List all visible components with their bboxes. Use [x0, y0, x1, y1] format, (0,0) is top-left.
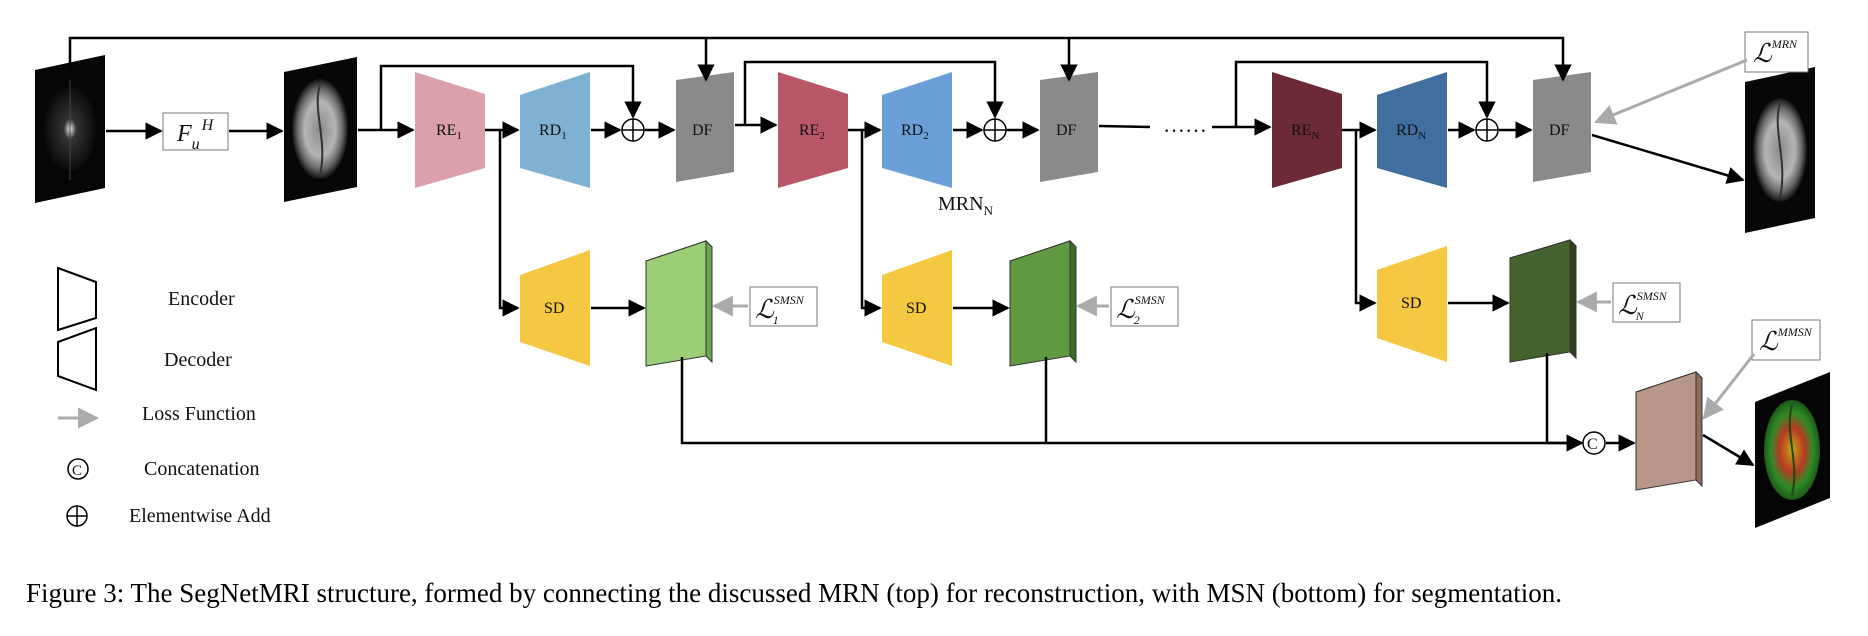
svg-text:RD1: RD1	[539, 122, 567, 142]
legend-concat: C Concatenation	[67, 458, 260, 480]
mrn-n-label: MRNN	[938, 193, 994, 218]
svg-text:DF: DF	[692, 122, 713, 139]
transform-main: F	[176, 121, 192, 147]
decoder-rdn: RDN	[1377, 72, 1447, 188]
svg-text:RE1: RE1	[436, 122, 462, 142]
segmentation-map-n	[1509, 238, 1577, 363]
svg-text:ℒMRN: ℒMRN	[1753, 37, 1798, 68]
segmentation-decoder-sd2: SD	[882, 250, 952, 366]
transform-sup: H	[201, 117, 215, 134]
svg-text:SD: SD	[544, 300, 564, 317]
legend-decoder-shape	[57, 326, 97, 392]
inverse-fourier-transform-box: FuH	[162, 112, 229, 153]
legend: Encoder Decoder Loss Function C Concaten…	[57, 266, 271, 527]
bottom-connections	[498, 130, 1755, 467]
legend-encoder-shape	[57, 266, 97, 332]
svg-text:REN: REN	[1291, 122, 1319, 142]
concatenation-symbol: C	[1582, 431, 1606, 455]
legend-decoder-label: Decoder	[164, 349, 232, 371]
legend-loss-label: Loss Function	[142, 403, 256, 425]
segmentation-map-1	[645, 239, 713, 367]
svg-text:C: C	[72, 463, 82, 479]
legend-concat-symbol	[67, 458, 89, 480]
encoder-re2: RE2	[778, 72, 848, 188]
svg-text:FuH: FuH	[176, 117, 215, 153]
svg-text:C: C	[1587, 436, 1598, 453]
svg-text:SD: SD	[906, 300, 926, 317]
svg-text:DF: DF	[1549, 122, 1570, 139]
loss-mrn-box: ℒMRN	[1744, 31, 1809, 73]
svg-text:RE2: RE2	[799, 122, 825, 142]
segnetmri-diagram: FuH RE1 RD1 DF RE2 RD2 DF REN RDN DF	[35, 31, 1830, 528]
elementwise-add-n	[1475, 118, 1499, 142]
encoder-re1: RE1	[415, 72, 485, 188]
figure-caption: Figure 3: The SegNetMRI structure, forme…	[26, 578, 1562, 608]
legend-concat-label: Concatenation	[144, 458, 260, 480]
zero-filled-mri-image	[284, 57, 357, 202]
top-connections	[68, 36, 1745, 184]
legend-loss: Loss Function	[58, 403, 256, 429]
encoder-ren: REN	[1272, 72, 1342, 188]
svg-text:RD2: RD2	[901, 122, 929, 142]
transform-sub: u	[192, 136, 200, 153]
segmentation-map-2	[1009, 239, 1077, 367]
legend-encoder: Encoder	[57, 266, 235, 332]
reconstructed-mri-image	[1745, 67, 1815, 233]
decoder-rd1: RD1	[520, 72, 590, 188]
segmentation-decoder-sdn: SD	[1377, 246, 1447, 362]
svg-text:DF: DF	[1056, 122, 1077, 139]
data-fidelity-df2: DF	[1040, 72, 1098, 182]
segmentation-decoder-sd1: SD	[520, 250, 590, 366]
elementwise-add-1	[621, 118, 645, 142]
merged-segmentation-map	[1635, 370, 1703, 491]
svg-text:SD: SD	[1401, 295, 1421, 312]
decoder-rd2: RD2	[882, 72, 952, 188]
elementwise-add-2	[983, 118, 1007, 142]
legend-add-label: Elementwise Add	[129, 505, 271, 527]
data-fidelity-df1: DF	[676, 72, 734, 182]
mrn-ellipsis: ……	[1163, 112, 1207, 137]
svg-text:ℒMMSN: ℒMMSN	[1759, 325, 1813, 356]
kspace-input-image	[35, 55, 105, 203]
svg-text:RDN: RDN	[1396, 122, 1426, 142]
legend-encoder-label: Encoder	[168, 288, 235, 310]
legend-decoder: Decoder	[57, 326, 232, 392]
loss-mmsn-arrow	[1702, 353, 1756, 420]
data-fidelity-dfn: DF	[1533, 72, 1591, 182]
loss-mmsn-box: ℒMMSN	[1751, 319, 1821, 361]
segmentation-output-image	[1755, 372, 1830, 528]
loss-mrn-arrow	[1594, 58, 1748, 125]
legend-add: Elementwise Add	[66, 505, 271, 527]
